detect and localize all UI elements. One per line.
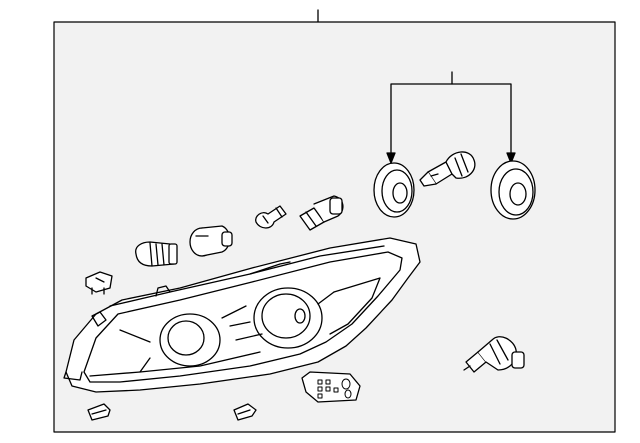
turn-signal-bulb xyxy=(135,241,178,267)
headlight-assembly xyxy=(63,237,421,393)
high-beam-bulb xyxy=(419,151,476,187)
mounting-clip-left xyxy=(87,403,111,421)
mounting-clip-right xyxy=(233,403,257,421)
dust-cap-leaders xyxy=(386,71,516,164)
dust-cap-left xyxy=(373,162,415,218)
side-marker-socket xyxy=(85,271,113,295)
bulb-socket xyxy=(189,225,233,257)
connector-bracket xyxy=(301,371,361,403)
wedge-bulb xyxy=(255,205,287,229)
low-beam-bulb xyxy=(463,336,525,373)
wedge-bulb-socket xyxy=(299,195,344,231)
dust-cap-right xyxy=(490,160,536,220)
